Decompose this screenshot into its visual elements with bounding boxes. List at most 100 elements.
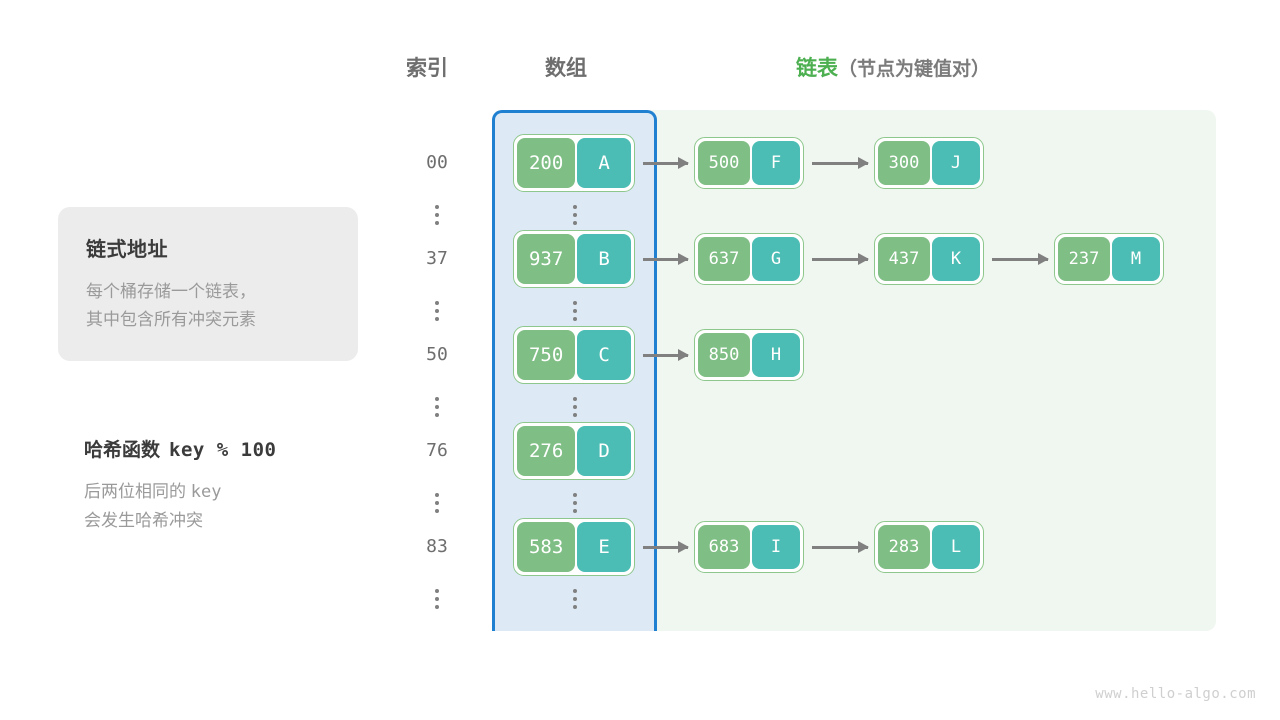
- info-card-chaining: 链式地址 每个桶存储一个链表， 其中包含所有冲突元素: [58, 207, 358, 361]
- node-value: H: [752, 333, 800, 377]
- index-label: 76: [426, 440, 448, 461]
- ellipsis-dot: [435, 605, 439, 609]
- ellipsis-dot: [435, 301, 439, 305]
- footer-watermark: www.hello-algo.com: [1095, 686, 1256, 702]
- node-key: 637: [698, 237, 750, 281]
- array-ellipsis: [492, 205, 657, 225]
- node-value: M: [1112, 237, 1160, 281]
- hash-note-line-1-prefix: 后两位相同的: [84, 482, 186, 501]
- node-value: J: [932, 141, 980, 185]
- index-ellipsis: [400, 589, 474, 609]
- ellipsis-dot: [572, 501, 577, 505]
- ellipsis-dot: [435, 213, 439, 217]
- chain-arrow: [812, 161, 868, 165]
- node-value: D: [577, 426, 631, 476]
- node-value: L: [932, 525, 980, 569]
- chain-arrow: [643, 161, 688, 165]
- node-value: A: [577, 138, 631, 188]
- ellipsis-dot: [435, 597, 439, 601]
- node-key: 583: [517, 522, 576, 572]
- index-ellipsis: [400, 493, 474, 513]
- hash-function-label: 哈希函数: [84, 440, 161, 461]
- index-ellipsis: [400, 205, 474, 225]
- hash-note-line-1-mono: key: [190, 482, 222, 502]
- node-key: 237: [1058, 237, 1110, 281]
- ellipsis-dot: [572, 605, 577, 609]
- node-value: B: [577, 234, 631, 284]
- column-header-linkedlist-note: （节点为键值对）: [838, 59, 991, 80]
- node-key: 500: [698, 141, 750, 185]
- index-ellipsis: [400, 301, 474, 321]
- chain-arrow: [992, 257, 1048, 261]
- node-value: G: [752, 237, 800, 281]
- ellipsis-dot: [572, 405, 577, 409]
- ellipsis-dot: [572, 221, 577, 225]
- ellipsis-dot: [435, 397, 439, 401]
- ellipsis-dot: [572, 317, 577, 321]
- ellipsis-dot: [572, 493, 577, 497]
- info-card-line-1: 每个桶存储一个链表，: [86, 282, 256, 301]
- ellipsis-dot: [435, 509, 439, 513]
- ellipsis-dot: [572, 413, 577, 417]
- chain-arrow: [812, 545, 868, 549]
- ellipsis-dot: [435, 221, 439, 225]
- column-header-array: 数组: [545, 57, 587, 80]
- ellipsis-dot: [435, 493, 439, 497]
- node-value: F: [752, 141, 800, 185]
- ellipsis-dot: [435, 589, 439, 593]
- node-key: 283: [878, 525, 930, 569]
- ellipsis-dot: [435, 405, 439, 409]
- node-value: E: [577, 522, 631, 572]
- index-label: 83: [426, 536, 448, 557]
- array-ellipsis: [492, 493, 657, 513]
- ellipsis-dot: [572, 301, 577, 305]
- node-key: 750: [517, 330, 576, 380]
- array-ellipsis: [492, 301, 657, 321]
- column-header-index: 索引: [406, 57, 448, 80]
- chain-arrow: [643, 353, 688, 357]
- node-value: I: [752, 525, 800, 569]
- chain-arrow: [643, 545, 688, 549]
- info-card-title: 链式地址: [86, 239, 168, 261]
- ellipsis-dot: [435, 501, 439, 505]
- index-label: 50: [426, 344, 448, 365]
- chain-arrow: [643, 257, 688, 261]
- column-header-linkedlist: 链表（节点为键值对）: [796, 52, 990, 82]
- node-key: 937: [517, 234, 576, 284]
- ellipsis-dot: [572, 597, 577, 601]
- node-key: 437: [878, 237, 930, 281]
- node-key: 850: [698, 333, 750, 377]
- index-label: 37: [426, 248, 448, 269]
- index-ellipsis: [400, 397, 474, 417]
- column-header-linkedlist-label: 链表: [796, 57, 838, 80]
- info-card-body: 每个桶存储一个链表， 其中包含所有冲突元素: [86, 278, 330, 333]
- array-ellipsis: [492, 397, 657, 417]
- node-key: 300: [878, 141, 930, 185]
- ellipsis-dot: [572, 509, 577, 513]
- ellipsis-dot: [572, 213, 577, 217]
- hash-note-line-1: 后两位相同的 key: [84, 478, 384, 507]
- node-key: 276: [517, 426, 576, 476]
- ellipsis-dot: [572, 397, 577, 401]
- node-key: 200: [517, 138, 576, 188]
- node-value: C: [577, 330, 631, 380]
- info-card-line-2: 其中包含所有冲突元素: [86, 309, 256, 329]
- ellipsis-dot: [572, 205, 577, 209]
